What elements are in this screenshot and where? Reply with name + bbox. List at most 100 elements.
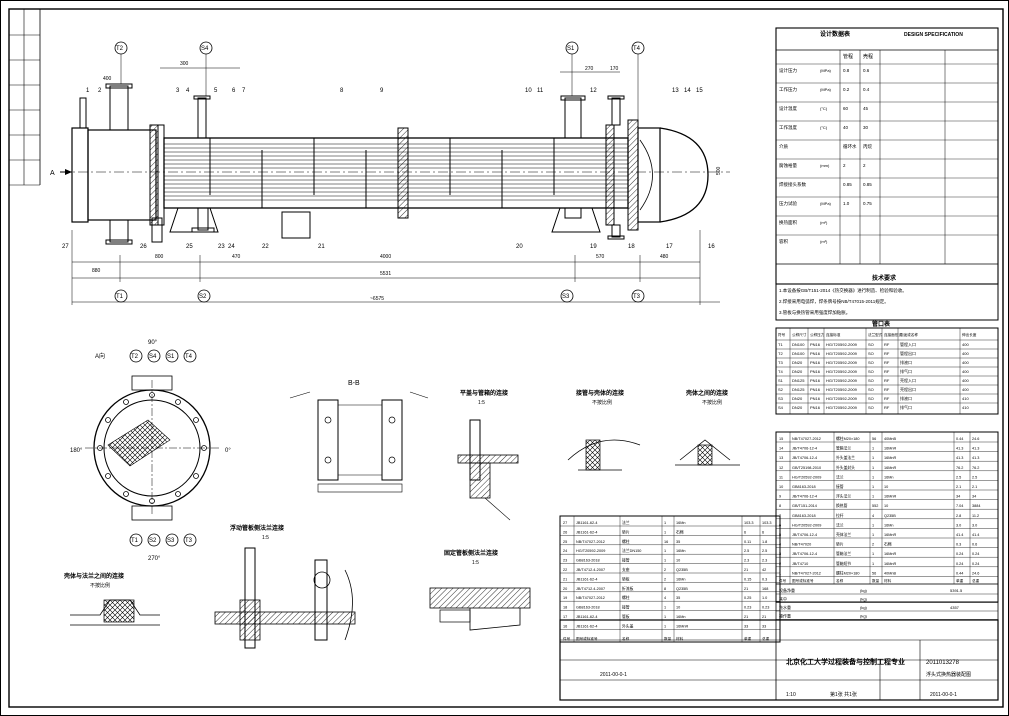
bom-lower-cell: 螺柱 <box>622 595 630 600</box>
nozzle-cell: 400 <box>962 378 969 383</box>
bom-upper-cell: JB/T4710 <box>792 562 808 566</box>
bom-upper-cell: 管箱法兰 <box>836 446 851 451</box>
detail-floating-flange: 浮动管板侧法兰连接 1:5 <box>214 524 356 649</box>
bom-upper-cell: 40MnB <box>884 571 896 575</box>
balloon-s3: S3 <box>562 294 570 300</box>
title-scale: 1:10 <box>786 692 796 698</box>
nozzle-cell: 排气口 <box>900 368 912 374</box>
bom-upper-cell: 0.3 <box>956 543 961 547</box>
bom-upper-cell: 34 <box>972 495 976 499</box>
part-10: 10 <box>525 88 532 94</box>
bom-upper-cell: HG/T20592-2009 <box>792 523 821 527</box>
bom-lower-cell: GB8163-2018 <box>576 559 600 563</box>
spec-row-name: 容积 <box>779 238 788 245</box>
part-18: 18 <box>628 244 635 250</box>
bom-upper-cell: 76.2 <box>972 466 979 470</box>
part-23: 23 <box>218 244 225 250</box>
bom-lower-cell: 0.23 <box>762 606 769 610</box>
requirement-line-3: 3.管板与换热管采用强度焊加贴胀。 <box>779 309 850 316</box>
bom-upper-cell: 16MnR <box>884 552 896 556</box>
title-school: 北京化工大学过程装备与控制工程专业 <box>786 657 905 666</box>
nozzle-cell: DN125 <box>792 387 805 392</box>
bom-lower-cell: 0.25 <box>744 596 751 600</box>
requirement-line-1: 1.本设备按GB/T151-2014《热交换器》进行制造、检验和验收。 <box>779 287 907 294</box>
nozzle-cell: HG/T20592-2009 <box>826 351 858 356</box>
bom-upper-cell: 0.24 <box>972 562 979 566</box>
bom-upper-header: 名称 <box>836 578 844 583</box>
part-20: 20 <box>516 244 523 250</box>
nozzle-header: 公称尺寸 <box>792 332 807 337</box>
bom-lower-cell: 接管 <box>622 558 630 563</box>
bom-lower-cell: 1 <box>664 624 666 628</box>
bom-lower-header: 图号或标准号 <box>576 636 598 641</box>
bom-lower-cell: 1 <box>664 559 666 563</box>
bom-lower-cell: 16 <box>563 624 567 628</box>
bom-lower-cell: 21 <box>563 577 567 581</box>
bom-lower-header: 数量 <box>664 636 672 641</box>
bom-upper-cell: 垫片 <box>836 542 844 547</box>
bom-lower-cell: 19 <box>563 596 567 600</box>
dim-800: 800 <box>155 254 164 260</box>
bom-upper-cell: 3884 <box>972 504 980 508</box>
bom-upper-cell: 螺柱M20×180 <box>836 436 860 441</box>
bom-lower-cell: 33 <box>762 624 766 628</box>
part-7: 7 <box>242 88 246 94</box>
nozzle-cell: SO <box>868 360 874 365</box>
spec-row-unit: (°C) <box>820 106 828 111</box>
bom-upper-cell: 56 <box>872 437 876 441</box>
nozzle-cell: S1 <box>778 378 784 383</box>
spec-row-shell: 30 <box>863 125 869 130</box>
nozzle-cell: SO <box>868 396 874 401</box>
dim-880: 880 <box>92 268 101 274</box>
bom-upper-cell: 1 <box>872 533 874 537</box>
detail-fixed-flange: 固定管板侧法兰连接 1:5 <box>429 549 531 631</box>
bom-upper-cell: 拉杆 <box>836 513 844 518</box>
bom-upper-cell: 0.6 <box>972 543 977 547</box>
mid-flange <box>397 127 409 219</box>
nozzle-cell: HG/T20592-2009 <box>826 369 858 374</box>
bom-upper-cell: 24.6 <box>972 571 979 575</box>
bom-upper-cell: 壳体法兰 <box>836 532 851 537</box>
bom-upper-cell: 管箱短节 <box>836 561 851 566</box>
bom-upper-cell: 11 <box>779 475 783 479</box>
part-14: 14 <box>684 88 691 94</box>
nozzle-cell: HG/T20592-2009 <box>826 360 858 365</box>
bom-upper-cell: 1 <box>872 562 874 566</box>
dim-170: 170 <box>610 66 619 72</box>
weight-unit: (kg) <box>860 597 868 602</box>
nozzle-cell: RF <box>884 351 890 356</box>
nozzle-cell: S3 <box>778 396 784 401</box>
nozzle-cell: 410 <box>962 405 969 410</box>
spec-row-unit: (MPa) <box>820 68 832 73</box>
nozzles-main <box>79 83 625 245</box>
balloon-t1: T1 <box>116 294 124 300</box>
bom-lower-cell: 1 <box>664 615 666 619</box>
nozzle-header: 法兰型式 <box>868 332 883 337</box>
bom-lower-header: 总重 <box>762 636 770 641</box>
bom-upper-cell: 2.5 <box>972 475 977 479</box>
dim-500: 500 <box>716 166 722 175</box>
bom-upper-cell: 2 <box>872 543 874 547</box>
bom-lower-cell: 接管 <box>622 605 630 610</box>
nozzle-cell: 壳程入口 <box>900 377 916 383</box>
nozzle-header: 用途或名称 <box>900 332 918 337</box>
bom-lower-header: 单重 <box>744 636 752 641</box>
bom-upper-cell: 56 <box>872 571 876 575</box>
spec-row-name: 介质 <box>779 143 788 150</box>
nozzle-cell: RF <box>884 387 890 392</box>
bom-upper-cell: 41.3 <box>956 456 963 460</box>
bom-lower-cell: 16Mn <box>676 615 686 619</box>
nozzle-cell: PN16 <box>810 396 821 401</box>
bom-upper-cell: 2.1 <box>972 485 977 489</box>
nozzle-cell: PN16 <box>810 387 821 392</box>
spec-row-tube: 60 <box>843 106 849 111</box>
bom-upper-cell: 0.24 <box>972 552 979 556</box>
dim-400: 400 <box>103 76 112 82</box>
detail-title-6: 壳体与法兰之间的连接 <box>63 572 124 580</box>
spec-row-unit: (MPa) <box>820 87 832 92</box>
detail-scale-5: 1:5 <box>472 560 479 566</box>
bom-lower-cell: 17 <box>563 615 567 619</box>
